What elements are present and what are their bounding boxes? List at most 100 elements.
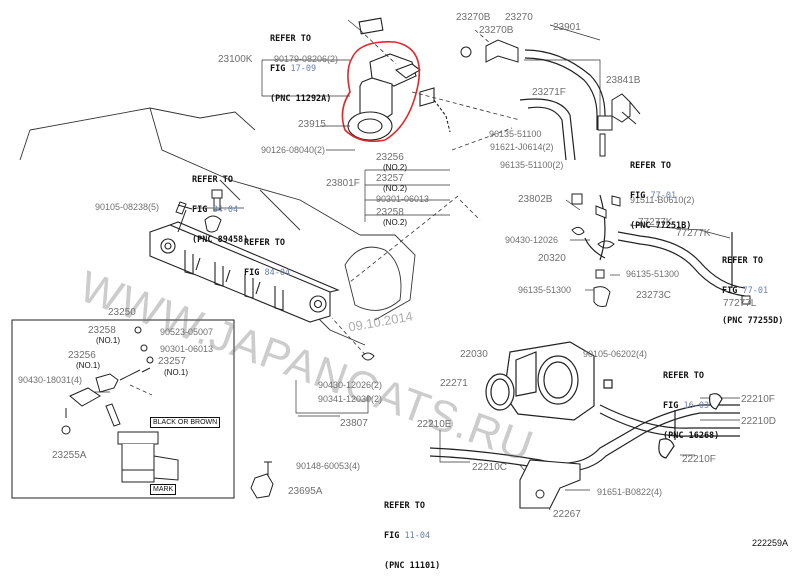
refer-to-fig[interactable]: FIG 17-09	[270, 64, 331, 74]
part-label-20320[interactable]: 20320	[538, 253, 566, 264]
part-label-23695A[interactable]: 23695A	[288, 486, 323, 497]
part-label-77277K-a[interactable]: 77277K	[638, 217, 673, 228]
part-label-90430-12026-2[interactable]: 90430-12026(2)	[318, 380, 383, 390]
part-label-23257-top[interactable]: 23257	[376, 173, 404, 184]
part-label-77277L[interactable]: 77277L	[723, 298, 757, 309]
parts-diagram: WWW.JAPANCATS.RU 09.10.2014 23270B 23270…	[11, 12, 789, 571]
part-label-23258-inset[interactable]: 23258	[88, 325, 116, 336]
refer-to-heading: REFER TO	[630, 161, 671, 171]
refer-to-fig[interactable]: FIG 77-01	[630, 191, 691, 201]
refer-to-heading: REFER TO	[384, 501, 425, 511]
part-label-90523[interactable]: 90523-05007	[160, 327, 214, 337]
part-label-96135-51300-a[interactable]: 96135-51300	[626, 269, 680, 279]
fig-link[interactable]: 77-01	[742, 286, 769, 296]
part-label-90301-inset[interactable]: 90301-06013	[160, 344, 214, 354]
refer-to-84-04[interactable]: REFER TO FIG 84-04	[244, 218, 290, 288]
refer-to-heading: REFER TO	[270, 34, 311, 44]
part-label-22210D[interactable]: 22210D	[741, 416, 777, 427]
part-label-23257-inset[interactable]: 23257	[158, 356, 186, 367]
refer-to-16268[interactable]: REFER TO FIG 16-03 (PNC 16268)	[663, 351, 719, 451]
fig-link[interactable]: 17-09	[290, 64, 317, 74]
part-label-96135-51100-a[interactable]: 96135-51100	[489, 129, 542, 139]
part-label-23270B-b[interactable]: 23270B	[479, 25, 514, 36]
part-label-23271F[interactable]: 23271F	[532, 87, 566, 98]
refer-to-77255D[interactable]: REFER TO FIG 77-01 (PNC 77255D)	[722, 236, 783, 336]
fig-link[interactable]: 16-03	[683, 401, 710, 411]
refer-to-fig[interactable]: FIG 77-01	[722, 286, 783, 296]
part-label-23250[interactable]: 23250	[108, 307, 136, 318]
part-label-90430-12026[interactable]: 90430-12026	[505, 235, 559, 245]
part-label-90430-18031[interactable]: 90430-18031(4)	[18, 375, 83, 385]
refer-to-fig[interactable]: FIG 84-04	[192, 205, 248, 215]
refer-to-pnc: (PNC 89458)	[192, 235, 249, 245]
part-label-23258-top-no[interactable]: (NO.2)	[383, 218, 407, 227]
part-label-90179[interactable]: 90179-08206(2)	[274, 54, 339, 64]
part-label-23802B[interactable]: 23802B	[518, 194, 553, 205]
refer-to-pnc: (PNC 11101)	[384, 561, 441, 571]
fig-prefix: FIG	[244, 268, 265, 278]
part-label-23256-top-no[interactable]: (NO.2)	[383, 163, 407, 172]
part-label-22271[interactable]: 22271	[440, 378, 468, 389]
part-label-90148[interactable]: 90148-60053(4)	[296, 461, 361, 471]
note-mark: MARK	[150, 484, 177, 495]
connector-84-04	[204, 215, 222, 233]
part-label-22267[interactable]: 22267	[553, 509, 581, 520]
part-label-23841B[interactable]: 23841B	[606, 75, 641, 86]
part-label-91511[interactable]: 91511-B0610(2)	[630, 195, 695, 205]
part-label-23255A[interactable]: 23255A	[52, 450, 87, 461]
part-label-22030[interactable]: 22030	[460, 349, 488, 360]
drawing-number: 222259A	[752, 538, 789, 548]
callout-lines	[90, 19, 740, 511]
fig-link[interactable]: 11-04	[404, 531, 431, 541]
part-label-90301-top[interactable]: 90301-06013	[376, 194, 430, 204]
fig-prefix: FIG	[663, 401, 684, 411]
refer-to-11292A[interactable]: REFER TO FIG 17-09 (PNC 11292A)	[270, 14, 331, 114]
part-label-23273C[interactable]: 23273C	[636, 290, 672, 301]
leader-lines	[129, 29, 521, 396]
refer-to-pnc: (PNC 16268)	[663, 431, 720, 441]
refer-to-77251B[interactable]: REFER TO FIG 77-01 (PNC 77251B)	[630, 141, 691, 241]
fig-link[interactable]: 84-04	[212, 205, 239, 215]
part-label-91621[interactable]: 91621-J0614(2)	[490, 142, 554, 152]
bolt-23695A	[250, 473, 274, 499]
fig-prefix: FIG	[192, 205, 213, 215]
refer-to-11101[interactable]: REFER TO FIG 11-04 (PNC 11101)	[384, 481, 440, 581]
part-label-22210C[interactable]: 22210C	[472, 462, 508, 473]
part-label-96135-51100-b[interactable]: 96135-51100(2)	[500, 160, 564, 170]
refer-to-fig[interactable]: FIG 16-03	[663, 401, 719, 411]
refer-to-heading: REFER TO	[192, 175, 233, 185]
part-label-23258-top[interactable]: 23258	[376, 207, 404, 218]
part-label-23258-inset-no[interactable]: (NO.1)	[96, 336, 120, 345]
part-label-23256-inset[interactable]: 23256	[68, 350, 96, 361]
part-label-23256-top[interactable]: 23256	[376, 152, 404, 163]
refer-to-pnc: (PNC 77251B)	[630, 221, 692, 231]
part-label-23257-inset-no[interactable]: (NO.1)	[164, 368, 188, 377]
fig-link[interactable]: 84-04	[264, 268, 291, 278]
fuel-pressure-assembly	[347, 17, 451, 141]
part-label-23901[interactable]: 23901	[553, 22, 581, 33]
part-label-96135-51300-b[interactable]: 96135-51300	[518, 285, 572, 295]
part-label-23270B-a[interactable]: 23270B	[456, 12, 491, 23]
refer-to-89458[interactable]: REFER TO FIG 84-04 (PNC 89458)	[192, 155, 248, 255]
part-label-23257-top-no[interactable]: (NO.2)	[383, 184, 407, 193]
part-label-23100K[interactable]: 23100K	[218, 54, 253, 65]
part-label-22210F-a[interactable]: 22210F	[741, 394, 775, 405]
part-label-23270[interactable]: 23270	[505, 12, 533, 23]
fig-link[interactable]: 77-01	[650, 191, 677, 201]
part-label-23807[interactable]: 23807	[340, 418, 368, 429]
fig-prefix: FIG	[722, 286, 743, 296]
refer-to-fig[interactable]: FIG 84-04	[244, 268, 290, 278]
part-label-23256-inset-no[interactable]: (NO.1)	[76, 361, 100, 370]
part-label-91651[interactable]: 91651-B0822(4)	[597, 487, 663, 497]
part-label-90105-06202[interactable]: 90105-06202(4)	[583, 349, 648, 359]
part-label-90341[interactable]: 90341-12030(2)	[318, 394, 383, 404]
refer-to-fig[interactable]: FIG 11-04	[384, 531, 440, 541]
part-label-90105-08238[interactable]: 90105-08238(5)	[95, 202, 160, 212]
part-label-90126[interactable]: 90126-08040(2)	[261, 145, 326, 155]
part-label-22210E[interactable]: 22210E	[417, 419, 452, 430]
part-label-23801F[interactable]: 23801F	[326, 178, 360, 189]
part-label-22210F-b[interactable]: 22210F	[682, 454, 716, 465]
part-label-77277K-b[interactable]: 77277K	[676, 228, 711, 239]
refer-to-pnc: (PNC 11292A)	[270, 94, 332, 104]
part-label-23915[interactable]: 23915	[298, 119, 326, 130]
